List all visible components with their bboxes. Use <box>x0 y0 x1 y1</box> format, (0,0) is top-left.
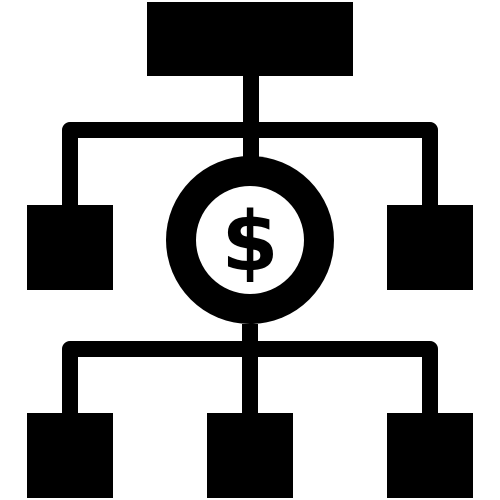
top-box <box>147 2 353 76</box>
bottom-center-box <box>207 413 293 498</box>
bottom-right-box <box>387 413 473 498</box>
middle-right-box <box>387 205 473 290</box>
upper-branch-line <box>62 122 438 213</box>
middle-left-box <box>27 205 113 290</box>
coin-face <box>196 186 304 294</box>
dollar-sign-icon: $ <box>221 195 278 290</box>
top-stem <box>243 76 259 158</box>
bottom-left-box <box>27 413 113 498</box>
lower-center-stem <box>242 349 258 413</box>
